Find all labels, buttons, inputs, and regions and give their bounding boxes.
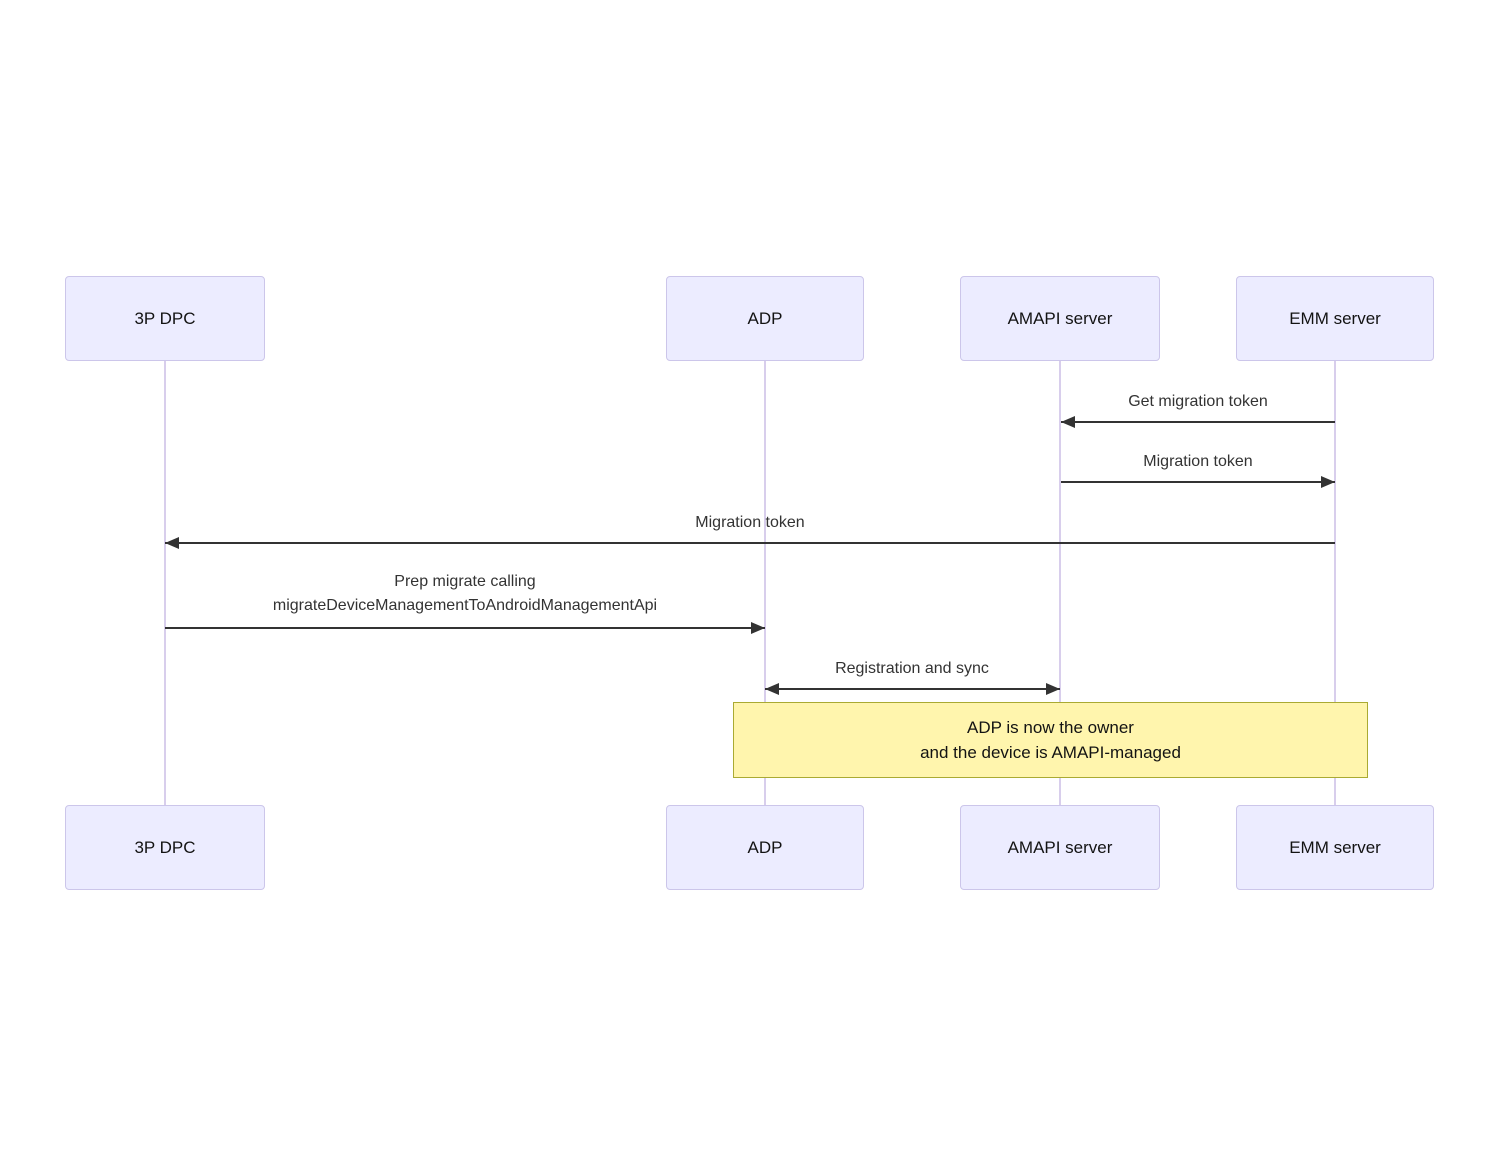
lifeline-3p-dpc [164, 361, 166, 805]
actor-3p-dpc-label: 3P DPC [134, 308, 196, 328]
actor-adp-top-box: ADP [666, 276, 864, 361]
lifeline-amapi-server [1059, 361, 1061, 805]
actor-emm-server-bottom-box: EMM server [1236, 805, 1434, 890]
message-1-arrowhead-left-icon [1061, 416, 1075, 428]
actor-adp-label: ADP [747, 837, 783, 857]
actor-3p-dpc-top-box: 3P DPC [65, 276, 265, 361]
message-5-arrowhead-left-icon [765, 683, 779, 695]
message-3-label: Migration token [695, 514, 805, 531]
note-label: ADP is now the owner and the device is A… [920, 718, 1181, 762]
actor-adp-bottom-box: ADP [666, 805, 864, 890]
actor-amapi-server-label: AMAPI server [1007, 837, 1113, 857]
actor-emm-server-top-box: EMM server [1236, 276, 1434, 361]
lifeline-adp [764, 361, 766, 805]
message-5-label: Registration and sync [835, 660, 989, 677]
message-4-line [165, 627, 765, 629]
message-5-arrowhead-right-icon [1046, 683, 1060, 695]
message-4-label: Prep migrate calling migrateDeviceManage… [272, 573, 658, 614]
message-3-line [165, 542, 1335, 544]
message-3-arrowhead-left-icon [165, 537, 179, 549]
note-box: ADP is now the owner and the device is A… [733, 702, 1368, 778]
actor-emm-server-label: EMM server [1289, 837, 1381, 857]
actor-amapi-server-bottom-box: AMAPI server [960, 805, 1160, 890]
message-5-line [765, 688, 1060, 690]
actor-amapi-server-label: AMAPI server [1007, 308, 1113, 328]
actor-3p-dpc-label: 3P DPC [134, 837, 196, 857]
lifeline-emm-server [1334, 361, 1336, 805]
message-4-arrowhead-right-icon [751, 622, 765, 634]
actor-3p-dpc-bottom-box: 3P DPC [65, 805, 265, 890]
actor-emm-server-label: EMM server [1289, 308, 1381, 328]
message-2-label: Migration token [1143, 453, 1253, 470]
message-1-line [1061, 421, 1335, 423]
message-1-label: Get migration token [1128, 393, 1268, 410]
actor-adp-label: ADP [747, 308, 783, 328]
actor-amapi-server-top-box: AMAPI server [960, 276, 1160, 361]
message-2-arrowhead-right-icon [1321, 476, 1335, 488]
message-2-line [1061, 481, 1335, 483]
